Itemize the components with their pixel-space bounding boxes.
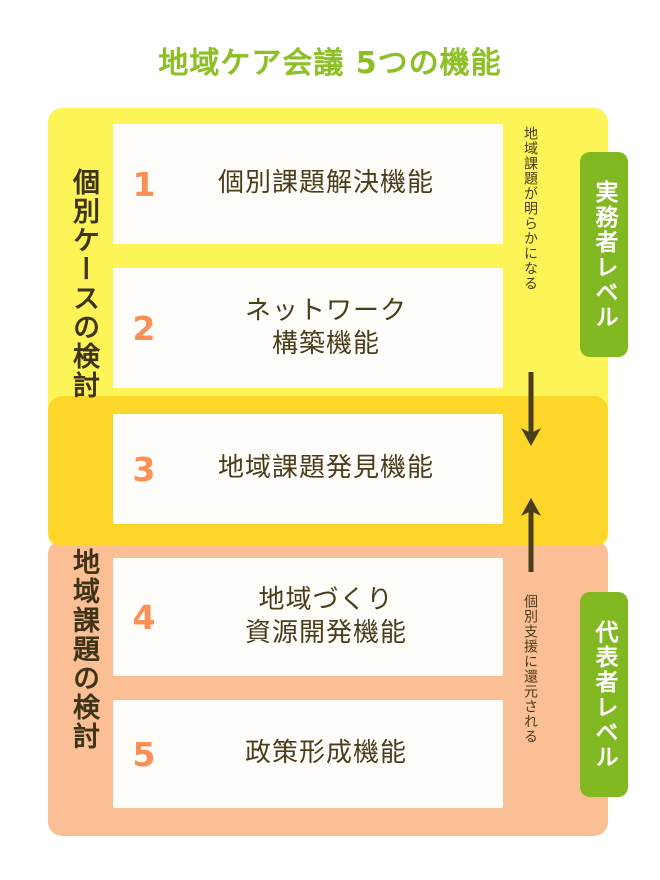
function-number: 4 [132,597,156,637]
badge-label: 代表者レベル [591,619,617,770]
section-label-community-issue: 地域課題の検討 [68,548,99,751]
function-label: 個別課題解決機能 [217,168,434,199]
annotation-fed-back-to-support: 個別支援に還元される [522,594,538,744]
arrow-down-icon [518,372,544,448]
badge-practitioner-level[interactable]: 実務者レベル [580,152,628,357]
annotation-issues-become-clear: 地域課題が明らかになる [522,126,538,291]
function-number: 5 [132,734,156,774]
function-label: 地域づくり資源開発機能 [244,584,407,648]
function-label: 地域課題発見機能 [217,453,434,484]
function-card-5[interactable]: 5 政策形成機能 [113,700,503,808]
function-label: 政策形成機能 [244,738,407,769]
section-label-individual-case: 個別ケースの検討 [68,168,99,400]
function-label: ネットワーク構築機能 [244,295,407,359]
badge-label: 実務者レベル [591,179,617,330]
function-number: 2 [132,308,156,348]
page-title: 地域ケア会議 5つの機能 [158,46,502,81]
arrow-up-icon [518,496,544,572]
function-number: 1 [132,164,156,204]
function-card-2[interactable]: 2 ネットワーク構築機能 [113,268,503,388]
function-number: 3 [132,449,156,489]
function-card-3[interactable]: 3 地域課題発見機能 [113,414,503,524]
function-card-4[interactable]: 4 地域づくり資源開発機能 [113,558,503,676]
function-card-1[interactable]: 1 個別課題解決機能 [113,124,503,244]
badge-representative-level[interactable]: 代表者レベル [580,592,628,797]
